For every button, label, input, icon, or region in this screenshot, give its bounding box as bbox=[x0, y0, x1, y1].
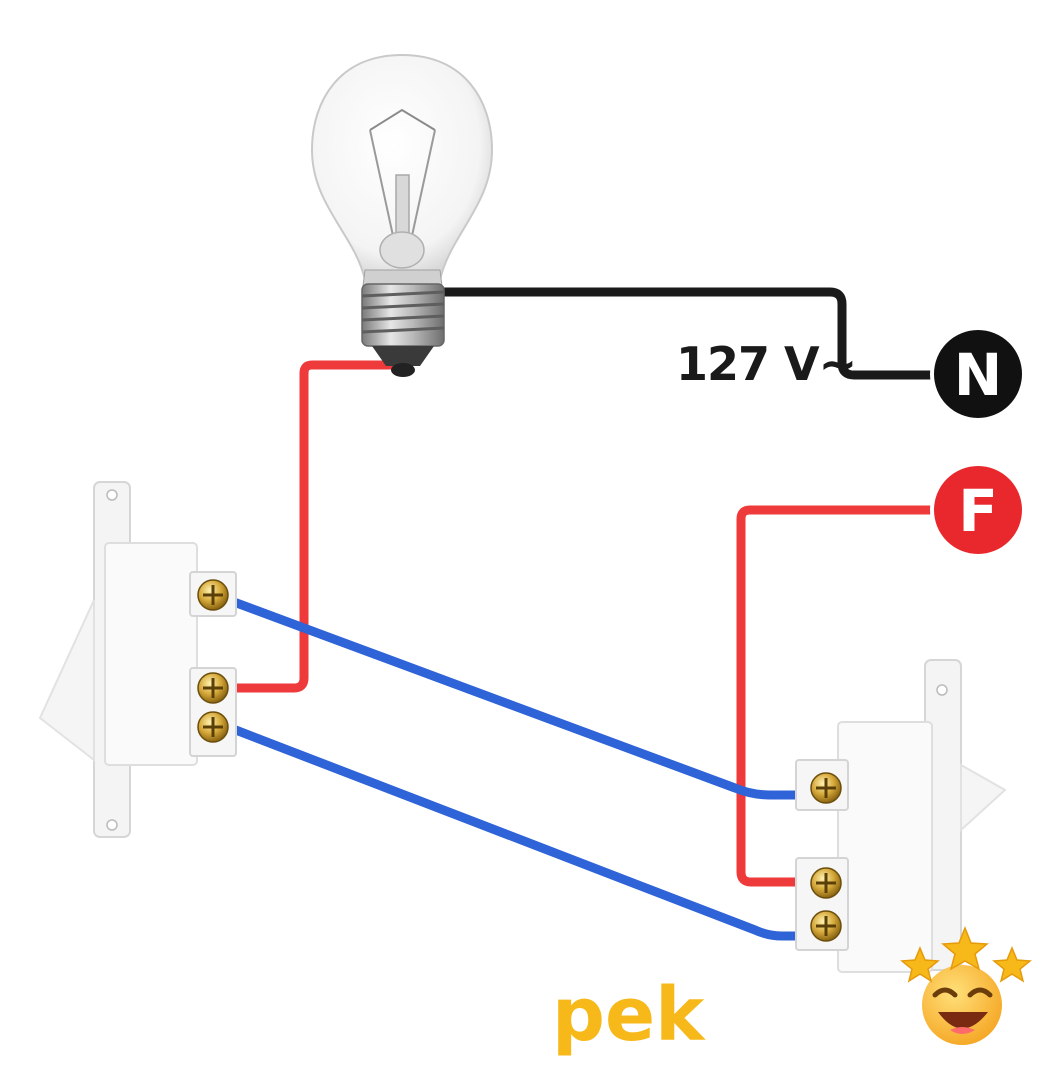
terminal-screw-icon bbox=[810, 867, 842, 899]
watermark-text: pek bbox=[552, 972, 706, 1058]
neutral-wire bbox=[435, 287, 955, 380]
voltage-label: 127 V~ bbox=[676, 337, 856, 391]
neutral-label: N bbox=[954, 341, 1003, 409]
switch-left bbox=[38, 481, 237, 838]
phase-feed-wire bbox=[736, 505, 965, 887]
terminal-screw-icon bbox=[197, 672, 229, 704]
lamp-return-wire bbox=[210, 360, 405, 693]
star-struck-emoji-icon bbox=[900, 925, 1032, 1045]
neutral-badge: N bbox=[930, 326, 1026, 422]
traveler-wire-lower bbox=[210, 717, 830, 941]
terminal-screw-icon bbox=[810, 910, 842, 942]
switch-right bbox=[795, 659, 1007, 973]
terminal-screw-icon bbox=[810, 772, 842, 804]
terminal-screw-icon bbox=[197, 711, 229, 743]
traveler-wire-upper bbox=[210, 590, 830, 800]
incandescent-bulb-icon bbox=[310, 53, 494, 377]
terminal-screw-icon bbox=[197, 579, 229, 611]
phase-label: F bbox=[958, 477, 998, 545]
phase-badge: F bbox=[930, 462, 1026, 558]
